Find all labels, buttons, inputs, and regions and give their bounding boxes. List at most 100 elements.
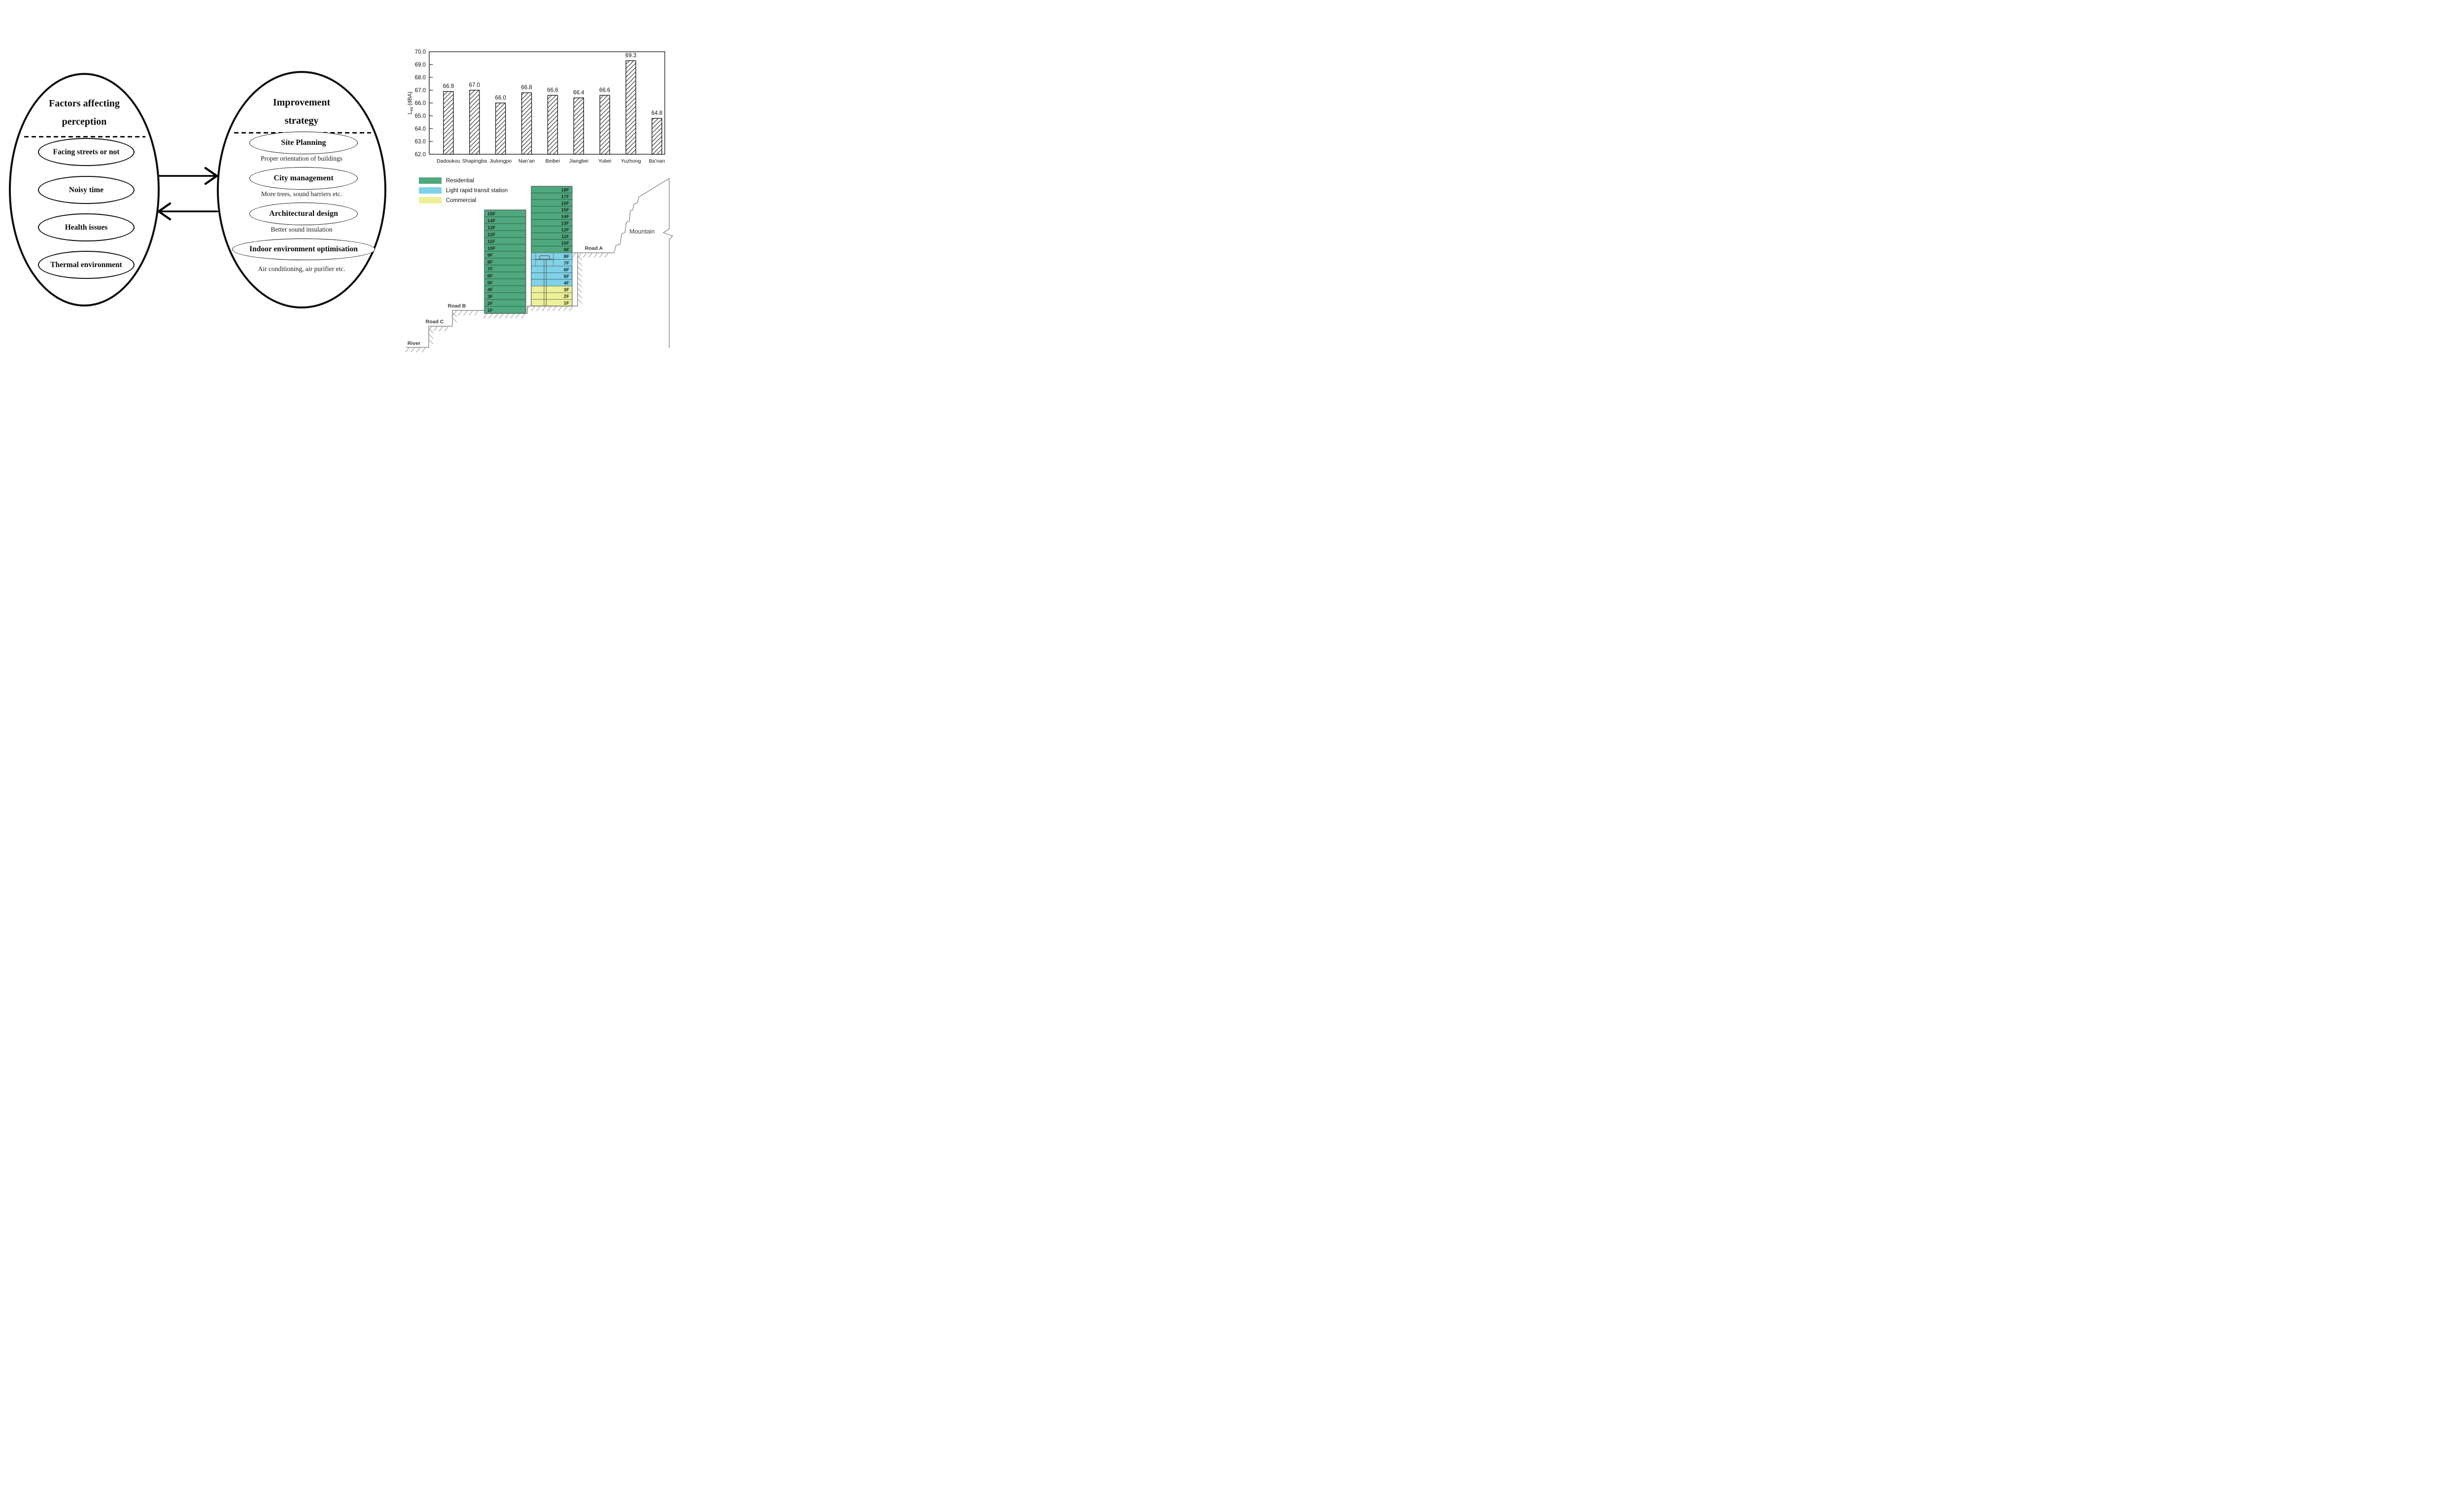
strategy-item-city-management: City management bbox=[249, 167, 358, 190]
legend-row-residential: Residential bbox=[419, 177, 508, 184]
ground-hatch bbox=[599, 253, 603, 258]
commercial-label: Commercial bbox=[446, 197, 477, 204]
bar-Nan’an bbox=[521, 92, 532, 155]
legend-row-commercial: Commercial bbox=[419, 197, 508, 204]
mountain-label: Mountain bbox=[629, 228, 654, 235]
ground-hatch bbox=[525, 306, 530, 311]
ground-hatch bbox=[515, 313, 520, 319]
right-building-floor-label: 5F bbox=[564, 274, 569, 279]
left-building-floor-label: 10F bbox=[487, 246, 496, 251]
x-tick-label: Yuzhong bbox=[621, 158, 641, 164]
x-tick-label: Beibei bbox=[546, 158, 560, 164]
right-building-floor-label: 15F bbox=[561, 207, 570, 213]
bar-Ba’nan bbox=[651, 118, 662, 155]
ground-hatch bbox=[547, 306, 551, 311]
ground-hatch bbox=[558, 306, 562, 311]
factors-title: Factors affecting perception bbox=[11, 95, 158, 131]
left-building-floor-label: 8F bbox=[487, 260, 493, 265]
ground-hatch bbox=[444, 326, 448, 332]
x-tick-label: Nan’an bbox=[518, 158, 535, 164]
bar-value-label: 69.3 bbox=[625, 53, 636, 59]
left-building-floor-label: 12F bbox=[487, 232, 496, 238]
road-a-label: Road A bbox=[585, 245, 603, 251]
slope-hatch bbox=[578, 256, 582, 261]
right-building-floor-label: 8F bbox=[564, 254, 569, 260]
bar-value-label: 66.6 bbox=[547, 87, 558, 93]
y-tick-label: 69.0 bbox=[415, 62, 426, 68]
commercial-swatch bbox=[419, 197, 442, 204]
factor-item-health-issues: Health issues bbox=[38, 213, 135, 241]
river-label: River bbox=[408, 340, 420, 346]
ground-hatch bbox=[582, 253, 587, 258]
left-building-floor-label: 14F bbox=[487, 218, 496, 224]
left-building-floor-label: 1F bbox=[487, 308, 493, 313]
ground-hatch bbox=[494, 313, 498, 319]
right-building-floor-label: 6F bbox=[564, 268, 569, 273]
right-building-floor-label: 11F bbox=[561, 234, 569, 239]
ground-hatch bbox=[588, 253, 592, 258]
x-tick-label: Ba’nan bbox=[649, 158, 665, 164]
strategy-ellipse: Improvement strategy Site Planning Prope… bbox=[217, 71, 386, 308]
right-building-floor-label: 9F bbox=[564, 247, 569, 253]
y-tick-label: 66.0 bbox=[415, 101, 426, 106]
slope-hatch bbox=[452, 312, 457, 317]
bar-value-label: 66.9 bbox=[443, 84, 454, 90]
y-tick-label: 64.0 bbox=[415, 126, 426, 132]
arrow-left-icon bbox=[157, 202, 218, 221]
ground-hatch bbox=[439, 326, 443, 332]
ground-hatch bbox=[499, 313, 504, 319]
ground-hatch bbox=[469, 310, 473, 316]
strategy-caption-architectural-design: Better sound insulation bbox=[271, 226, 333, 233]
slope-hatch bbox=[578, 283, 582, 288]
left-building-floor-label: 3F bbox=[487, 294, 493, 300]
strategy-item-indoor-optimisation: Indoor environment optimisation bbox=[232, 238, 375, 260]
ground-hatch bbox=[463, 310, 468, 316]
left-building-floor-label: 4F bbox=[487, 287, 493, 293]
factor-item-facing-streets: Facing streets or not bbox=[38, 138, 135, 166]
bar-value-label: 66.0 bbox=[495, 95, 506, 101]
ground-hatch bbox=[483, 313, 487, 319]
y-tick-label: 63.0 bbox=[415, 139, 426, 145]
left-building-outline bbox=[484, 209, 526, 314]
right-building-floor-label: 10F bbox=[561, 241, 570, 246]
ground-hatch bbox=[563, 306, 568, 311]
right-building-floor-label: 13F bbox=[561, 221, 570, 226]
factors-divider bbox=[24, 136, 145, 137]
bar-value-label: 66.4 bbox=[573, 90, 584, 96]
strategy-caption-indoor-optimisation: Air conditioning, air purifier etc. bbox=[258, 265, 345, 272]
ground-hatch bbox=[521, 313, 525, 319]
slope-hatch bbox=[578, 288, 582, 293]
factors-title-line1: Factors affecting bbox=[49, 98, 120, 109]
left-building-floor-label: 6F bbox=[487, 273, 493, 279]
x-tick-label: Yubei bbox=[598, 158, 611, 164]
residential-swatch bbox=[419, 177, 442, 184]
monorail-train-icon bbox=[539, 255, 550, 260]
right-building-floor-label: 17F bbox=[561, 194, 570, 200]
ground-hatch bbox=[569, 306, 573, 311]
residential-label: Residential bbox=[446, 177, 474, 184]
right-building-floor-label: 4F bbox=[564, 281, 569, 286]
y-tick-label: 70.0 bbox=[415, 49, 426, 55]
left-building-floor-label: 2F bbox=[487, 301, 493, 306]
bar-value-label: 67.0 bbox=[469, 82, 480, 88]
cross-section-legend: Residential Light rapid transit station … bbox=[419, 177, 508, 207]
factors-title-line2: perception bbox=[62, 116, 107, 127]
ground-hatch bbox=[510, 313, 514, 319]
ground-hatch bbox=[428, 326, 432, 332]
slope-hatch bbox=[578, 261, 582, 266]
y-tick-label: 67.0 bbox=[415, 88, 426, 94]
ground-hatch bbox=[542, 306, 546, 311]
slope-hatch bbox=[578, 299, 582, 304]
ground-hatch bbox=[405, 347, 410, 353]
arrow-right-icon bbox=[158, 167, 218, 185]
ground-hatch bbox=[488, 313, 493, 319]
right-building-floor-label: 16F bbox=[561, 201, 570, 206]
right-building-floor-label: 1F bbox=[564, 301, 569, 306]
ground-hatch bbox=[458, 310, 462, 316]
x-tick-label: Jiulongpo bbox=[489, 158, 512, 164]
strategy-caption-city-management: More trees, sound barriers etc. bbox=[261, 190, 342, 198]
ground-hatch bbox=[452, 310, 457, 316]
slope-hatch bbox=[429, 340, 434, 344]
slope-hatch bbox=[578, 277, 582, 282]
ground-hatch bbox=[531, 306, 535, 311]
